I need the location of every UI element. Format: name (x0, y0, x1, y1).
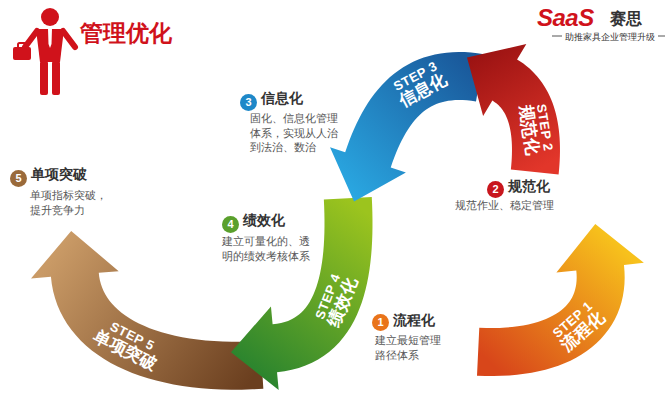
step-description: 固化、信息化管理体系，实现从人治到法治、数治 (250, 111, 346, 155)
number-circle: 4 (222, 216, 239, 233)
step-description: 建立最短管理路径体系 (375, 333, 447, 362)
arrow-body (467, 44, 560, 175)
step-arrow: STEP 3信息化 (328, 50, 486, 204)
step-description: 单项指标突破，提升竞争力 (30, 188, 114, 217)
step-heading: 信息化 (261, 90, 303, 108)
step-description: 规范作业、稳定管理 (455, 198, 559, 213)
arrow-label: STEP 2规范化 (515, 101, 555, 156)
callout-number: 5 (10, 170, 27, 187)
number-circle: 2 (487, 181, 504, 198)
number-circle: 3 (240, 94, 257, 111)
number-circle: 1 (372, 314, 389, 331)
logo-text: 赛思 (610, 9, 642, 30)
manager-icon (13, 8, 75, 95)
step-arrow: STEP 2规范化 (465, 42, 562, 177)
step-heading: 单项突破 (31, 166, 87, 184)
step-heading: 规范化 (508, 178, 550, 196)
title: 管理优化 (80, 18, 172, 49)
slogan: 助推家具企业管理升级 (565, 31, 655, 44)
callout-number: 3 (240, 94, 257, 111)
step-heading: 绩效化 (243, 212, 285, 230)
callout-number: 4 (222, 216, 239, 233)
arrow-body (231, 197, 372, 390)
step-description: 建立可量化的、透明的绩效考核体系 (222, 234, 314, 263)
arrow-shape (475, 222, 646, 378)
arrow-body (477, 224, 644, 376)
step-arrow: STEP 1流程化 (475, 222, 646, 378)
callout-number: 2 (487, 181, 504, 198)
callout-number: 1 (372, 314, 389, 331)
logo-text: SaaS (537, 4, 594, 32)
arrow-body (330, 52, 484, 202)
step-heading: 流程化 (393, 312, 435, 330)
number-circle: 5 (10, 170, 27, 187)
